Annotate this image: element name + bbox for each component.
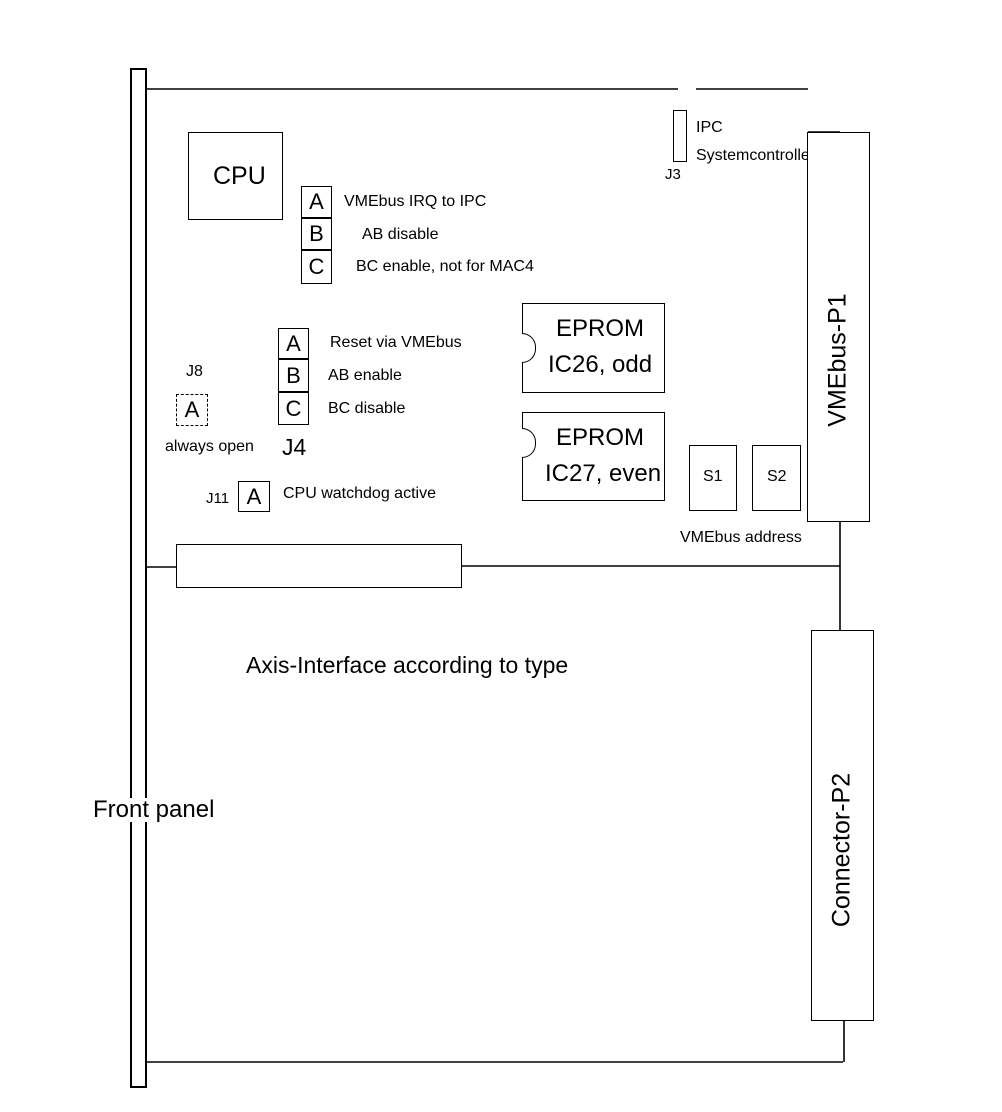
eprom-ic27-line2: IC27, even <box>545 460 662 487</box>
ipc-label: IPC <box>696 119 723 136</box>
switch-s2 <box>752 445 801 511</box>
connector-p2-label: Connector-P2 <box>827 772 856 928</box>
irq-jumper-b: B <box>301 218 332 250</box>
irq-jumper-a: A <box>301 186 332 218</box>
j3-jumper <box>673 110 687 162</box>
j4-a-text: Reset via VMEbus <box>330 334 462 351</box>
eprom-ic26 <box>522 303 665 393</box>
j4-jumper-c: C <box>278 392 309 425</box>
vmebus-address-label: VMEbus address <box>680 529 802 546</box>
j8-label: J8 <box>186 363 203 380</box>
switch-s1-label: S1 <box>703 468 723 485</box>
interface-connector-block <box>176 544 462 588</box>
cpu-chip <box>188 132 283 220</box>
switch-s1 <box>689 445 737 511</box>
front-panel-bar <box>130 68 147 1088</box>
j4-jumper-a: A <box>278 328 309 359</box>
vmebus-p1-connector <box>807 132 870 522</box>
j4-jumper-b: B <box>278 359 309 392</box>
j11-label: J11 <box>206 490 230 507</box>
j3-label: J3 <box>665 166 681 183</box>
irq-jumper-c: C <box>301 250 332 284</box>
j4-c-text: BC disable <box>328 400 406 417</box>
systemcontroller-label: Systemcontroller <box>696 147 816 164</box>
axis-interface-label: Axis-Interface according to type <box>246 652 569 678</box>
irq-jumper-b-text: AB disable <box>362 226 439 243</box>
j11-jumper-a: A <box>238 481 270 512</box>
eprom-ic27-line1: EPROM <box>556 424 645 451</box>
irq-jumper-a-text: VMEbus IRQ to IPC <box>344 193 487 210</box>
front-panel-label: Front panel <box>92 796 216 823</box>
j4-b-text: AB enable <box>328 367 402 384</box>
eprom-ic26-line2: IC26, odd <box>548 351 653 378</box>
eprom-ic26-line1: EPROM <box>556 315 645 342</box>
j8-jumper-a: A <box>176 394 208 426</box>
j4-label: J4 <box>282 434 307 460</box>
connector-p2 <box>811 630 874 1021</box>
j8-text: always open <box>165 438 254 455</box>
j11-text: CPU watchdog active <box>283 485 436 502</box>
eprom-ic27 <box>522 412 665 501</box>
switch-s2-label: S2 <box>767 468 787 485</box>
cpu-label: CPU <box>213 162 266 190</box>
irq-jumper-c-text: BC enable, not for MAC4 <box>356 258 534 275</box>
vmebus-p1-label: VMEbus-P1 <box>823 293 852 427</box>
